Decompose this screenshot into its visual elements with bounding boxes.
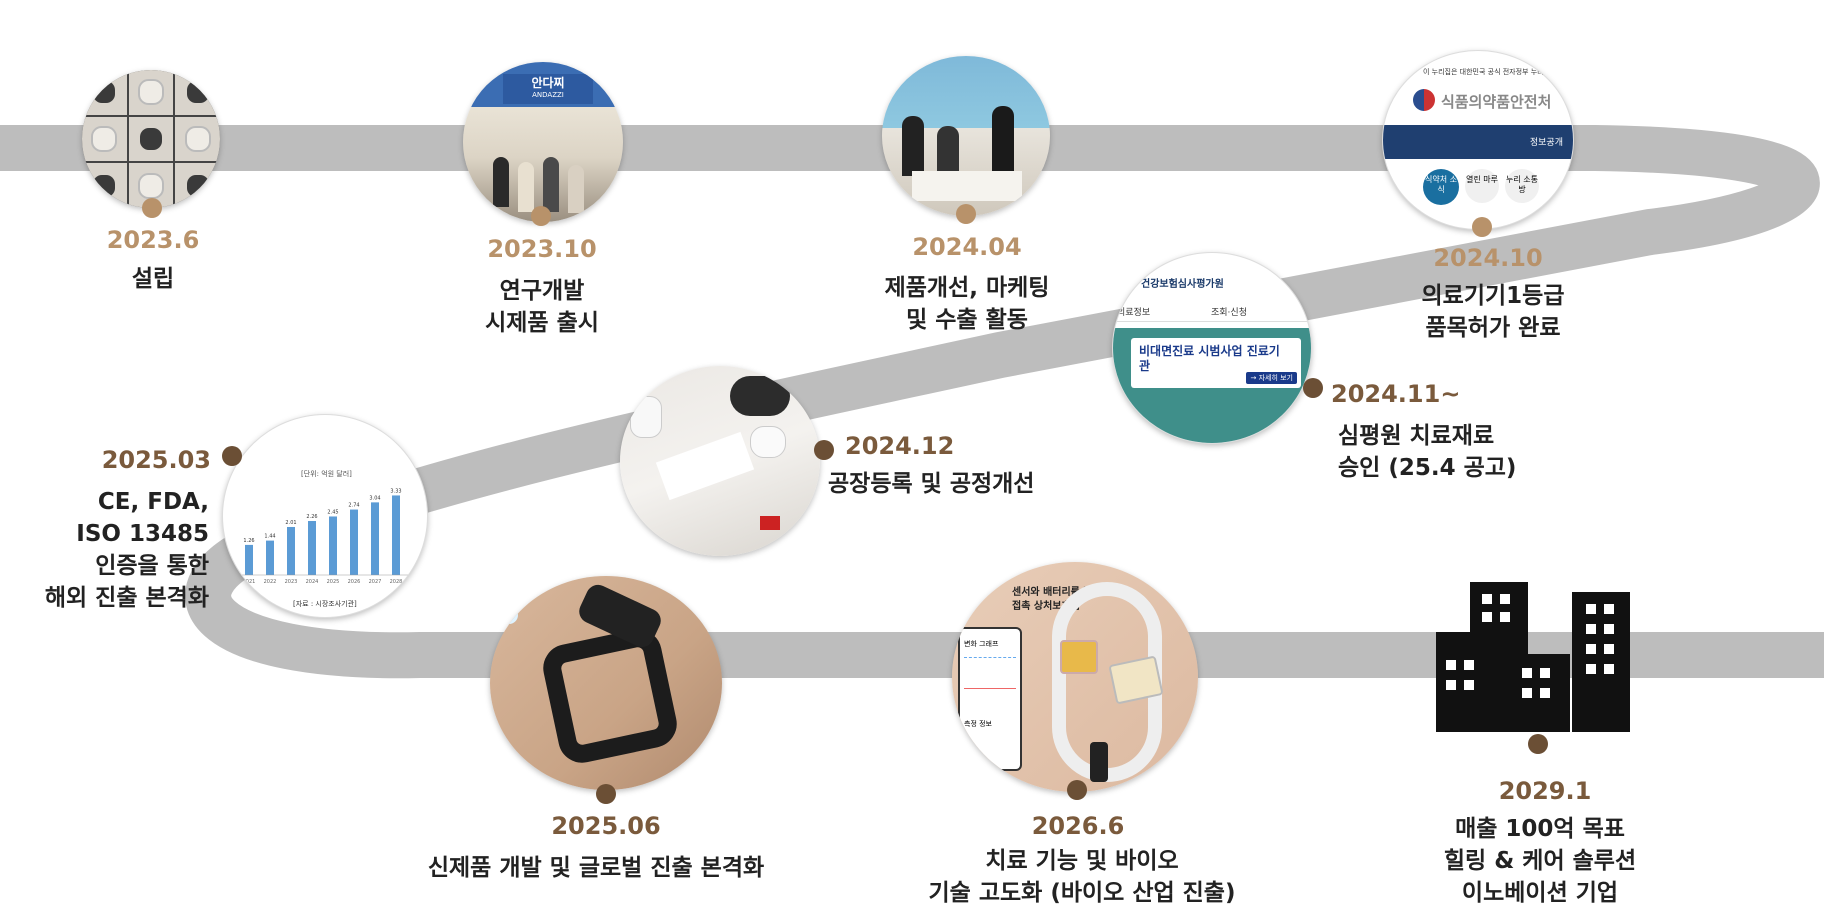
chart-value-label: 3.04 — [369, 495, 380, 501]
milestone-date: 2024.10 — [1433, 244, 1543, 272]
milestone-desc: 의료기기1등급 품목허가 완료 — [1421, 283, 1565, 341]
mfds-blue-bar: 정보공개 — [1383, 125, 1573, 159]
phone-screen: 변화 그래프 측정 정보 — [958, 627, 1022, 771]
mold-parts-grid — [82, 70, 220, 208]
chart-bar — [371, 502, 379, 575]
milestone-dot — [222, 446, 242, 466]
bar-chart: 1.26 2021 1.44 2022 2.01 2023 2.26 2024 2.45 2025… — [239, 488, 413, 585]
milestone-desc: 매출 100억 목표 힐링 & 케어 솔루션 이노베이션 기업 — [1443, 816, 1637, 906]
milestone-date: 2025.06 — [551, 812, 661, 840]
buildings-icon — [1436, 582, 1630, 732]
chart-category-label: 2022 — [264, 579, 277, 585]
chart-bar — [308, 521, 316, 575]
milestone-dot — [814, 440, 834, 460]
milestone-desc: 치료 기능 및 바이오 기술 고도화 (바이오 산업 진출) — [928, 848, 1236, 906]
booth-sign: 안다찌 ANDAZZI — [503, 74, 593, 104]
chart-bar — [350, 509, 358, 575]
milestone-date: 2024.11~ — [1331, 380, 1461, 408]
milestone-date: 2024.12 — [845, 432, 955, 460]
milestone-desc: CE, FDA, ISO 13485 인증을 통한 해외 진출 본격화 — [44, 489, 209, 611]
booth-people — [483, 157, 603, 217]
chart-value-label: 2.01 — [285, 520, 296, 526]
chart-category-label: 2024 — [306, 579, 319, 585]
mfds-logo — [1413, 89, 1435, 111]
chart-category-label: 2028 — [390, 579, 403, 585]
milestone-date: 2023.6 — [106, 226, 200, 254]
milestone-dot — [596, 784, 616, 804]
milestone-dot — [142, 198, 162, 218]
chart-bar — [266, 540, 274, 575]
milestone-date: 2026.6 — [1031, 812, 1125, 840]
chart-bar — [392, 495, 400, 575]
chart-value-label: 1.44 — [264, 534, 275, 540]
chart-value-label: 2.45 — [327, 509, 338, 515]
photo-exhibition-booth: 안다찌 ANDAZZI — [463, 62, 623, 222]
milestone-desc: 신제품 개발 및 글로벌 진출 본격화 — [427, 855, 765, 881]
milestone-date: 2025.03 — [101, 446, 211, 474]
milestone-desc: 연구개발 시제품 출시 — [485, 278, 599, 336]
chart-category-label: 2027 — [369, 579, 382, 585]
chart-category-label: 2023 — [285, 579, 298, 585]
milestone-desc: 제품개선, 마케팅 및 수출 활동 — [884, 275, 1050, 333]
chart-category-label: 2025 — [327, 579, 340, 585]
milestone-dot — [956, 204, 976, 224]
chart-bar — [287, 526, 295, 575]
chart-category-label: 2026 — [348, 579, 361, 585]
milestone-desc: 공장등록 및 공정개선 — [828, 471, 1035, 497]
chart-bar — [329, 516, 337, 575]
photo-factory-workers — [620, 366, 820, 556]
photo-hira-website: 건강보험심사평가원 의료정보 조회·신청 비대면진료 시범사업 진료기관 → 자… — [1112, 252, 1312, 444]
chart-bar — [245, 544, 253, 575]
chart-value-label: 3.33 — [390, 488, 401, 494]
photo-business-meeting — [882, 56, 1050, 216]
milestone-dot — [1303, 378, 1323, 398]
milestone-date: 2023.10 — [487, 235, 597, 263]
milestone-desc: 심평원 치료재료 승인 (25.4 공고) — [1338, 423, 1517, 481]
chart-category-label: 2021 — [243, 579, 256, 585]
photo-mfds-website: 이 누리집은 대한민국 공식 전자정부 누리집 식품의약품안전처 정보공개 식약… — [1382, 50, 1574, 230]
milestone-dot — [1528, 734, 1548, 754]
chart-value-label: 2.26 — [306, 514, 317, 520]
milestone-date: 2029.1 — [1498, 777, 1592, 805]
milestone-dot — [1472, 217, 1492, 237]
photo-mold-parts — [82, 70, 220, 208]
milestone-desc: 설립 — [131, 266, 175, 292]
chart-value-label: 1.26 — [243, 538, 254, 544]
milestone-date: 2024.04 — [912, 233, 1022, 261]
hira-banner: 비대면진료 시범사업 진료기관 → 자세히 보기 — [1113, 328, 1311, 443]
photo-sensor-patch: 센서와 배터리를 장착한 접촉 상처보호캡 변화 그래프 측정 정보 — [952, 562, 1198, 792]
chart-value-label: 2.74 — [348, 503, 359, 509]
milestone-dot — [1067, 780, 1087, 800]
photo-wearable-device — [490, 576, 722, 790]
milestone-dot — [531, 206, 551, 226]
